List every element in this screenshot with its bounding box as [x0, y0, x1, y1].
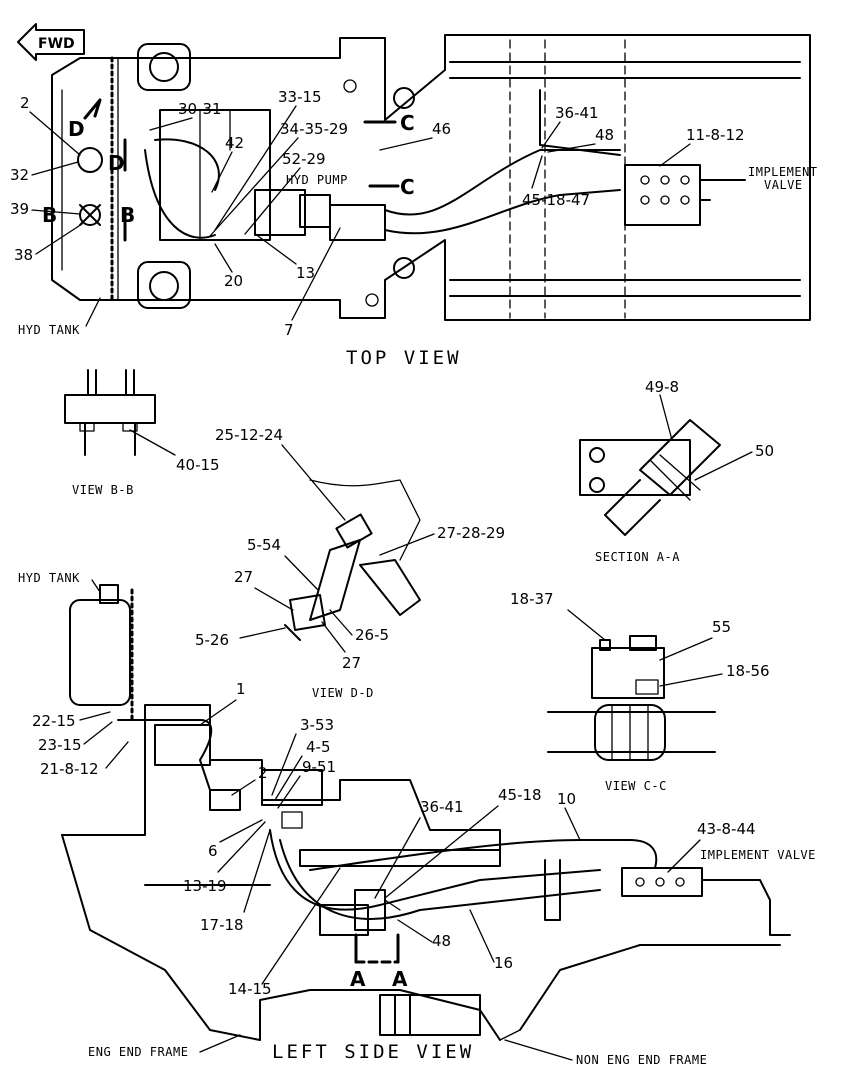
- callout: 25-12-24: [215, 426, 283, 444]
- top-view: D D B B C C 2 32 39 38 30-31 42 33-15 34…: [10, 34, 818, 369]
- fwd-label: FWD: [38, 36, 75, 52]
- callout: 1: [236, 680, 246, 698]
- section-a-a: 49-8 50 SECTION A-A: [579, 378, 774, 564]
- callout: 39: [10, 200, 29, 218]
- callout: 18-37: [510, 590, 554, 608]
- top-view-title: TOP VIEW: [346, 347, 462, 369]
- callout: 38: [14, 246, 33, 264]
- callout: 55: [712, 618, 731, 636]
- callout: 18-56: [726, 662, 770, 680]
- callout: 30-31: [178, 100, 222, 118]
- section-b-right: B: [120, 203, 135, 227]
- callout: 13-19: [183, 877, 227, 895]
- view-b-b-title: VIEW B-B: [72, 483, 134, 497]
- callout: 7: [284, 321, 294, 339]
- callout: 6: [208, 842, 218, 860]
- callout: 14-15: [228, 980, 272, 998]
- implement-valve-side-label: IMPLEMENT VALVE: [700, 848, 816, 862]
- callout: 3-53: [300, 716, 334, 734]
- eng-end-frame-label: ENG END FRAME: [88, 1045, 188, 1059]
- section-d-upper: D: [68, 117, 85, 141]
- callout: 27-28-29: [437, 524, 505, 542]
- section-c-lower: C: [400, 175, 415, 199]
- callout: 48: [595, 126, 614, 144]
- callout: 45-18-47: [522, 191, 590, 209]
- callout: 36-41: [420, 798, 464, 816]
- callout: 48: [432, 932, 451, 950]
- hyd-tank-label: HYD TANK: [18, 323, 80, 337]
- callout: 20: [224, 272, 243, 290]
- callout: 34-35-29: [280, 120, 348, 138]
- callout: 45-18: [498, 786, 542, 804]
- section-a-left: A: [350, 967, 366, 991]
- view-d-d: 25-12-24 27-28-29 5-54 27 5-26 26-5 27 V…: [195, 426, 505, 700]
- section-a-a-title: SECTION A-A: [595, 550, 680, 564]
- implement-label-2: VALVE: [764, 178, 803, 192]
- callout: 32: [10, 166, 29, 184]
- section-a-right: A: [392, 967, 408, 991]
- callout: 42: [225, 134, 244, 152]
- callout: 11-8-12: [686, 126, 745, 144]
- left-side-view: A A 1 22-15 23-15 21-8-12 2 3-53 4-5 9-5…: [18, 571, 816, 1067]
- left-side-view-title: LEFT SIDE VIEW: [272, 1041, 474, 1063]
- view-c-c: 18-37 55 18-56 VIEW C-C: [510, 590, 770, 793]
- callout: 43-8-44: [697, 820, 756, 838]
- callout: 52-29: [282, 150, 326, 168]
- callout: 27: [342, 654, 361, 672]
- hyd-tank-side-label: HYD TANK: [18, 571, 80, 585]
- callout: 50: [755, 442, 774, 460]
- callout: 17-18: [200, 916, 244, 934]
- section-b-left: B: [42, 203, 57, 227]
- fwd-arrow: FWD: [17, 23, 85, 61]
- callout: 22-15: [32, 712, 76, 730]
- callout: 23-15: [38, 736, 82, 754]
- implement-label-1: IMPLEMENT: [748, 165, 818, 179]
- callout: 4-5: [306, 738, 331, 756]
- callout: 27: [234, 568, 253, 586]
- callout: 33-15: [278, 88, 322, 106]
- callout: 10: [557, 790, 576, 808]
- callout: 5-54: [247, 536, 281, 554]
- view-b-b: 40-15 VIEW B-B: [64, 369, 220, 497]
- callout: 49-8: [645, 378, 679, 396]
- view-c-c-title: VIEW C-C: [605, 779, 667, 793]
- callout: 26-5: [355, 626, 389, 644]
- callout: 2: [20, 94, 30, 112]
- hyd-pump-label: HYD PUMP: [286, 173, 348, 187]
- callout: 40-15: [176, 456, 220, 474]
- section-c-upper: C: [400, 111, 415, 135]
- callout: 21-8-12: [40, 760, 99, 778]
- callout: 16: [494, 954, 513, 972]
- callout: 36-41: [555, 104, 599, 122]
- callout: 46: [432, 120, 451, 138]
- section-d-lower: D: [108, 151, 125, 175]
- callout: 9-51: [302, 758, 336, 776]
- callout: 13: [296, 264, 315, 282]
- callout: 5-26: [195, 631, 229, 649]
- view-d-d-title: VIEW D-D: [312, 686, 374, 700]
- callout: 2: [258, 764, 268, 782]
- non-eng-end-frame-label: NON ENG END FRAME: [576, 1053, 707, 1067]
